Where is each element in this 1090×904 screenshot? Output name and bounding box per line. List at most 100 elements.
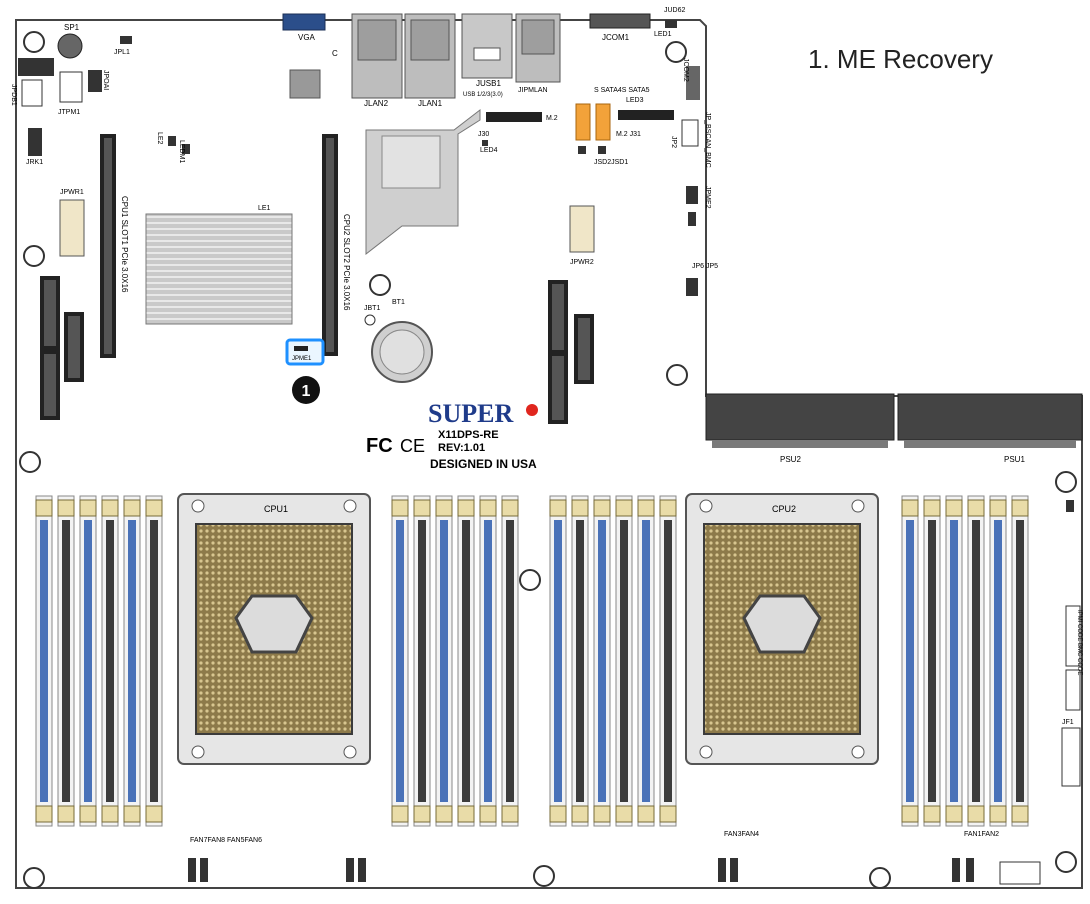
brand-model: X11DPS-RE bbox=[438, 429, 499, 441]
dimm-latch bbox=[967, 805, 985, 823]
dimm-slot-core bbox=[950, 520, 958, 802]
ledm1-label: LEDM1 bbox=[178, 140, 185, 163]
dimm-slot-core bbox=[484, 520, 492, 802]
dimm-slot-core bbox=[972, 520, 980, 802]
fans-right-label: FAN1FAN2 bbox=[964, 831, 999, 838]
jp6-jp5-label: JP6 bbox=[692, 263, 704, 270]
dimm-latch bbox=[57, 499, 75, 517]
j30-label: J30 bbox=[478, 131, 489, 138]
dimm-slot-core bbox=[396, 520, 404, 802]
dimm-latch bbox=[479, 499, 497, 517]
dimm-slot-core bbox=[642, 520, 650, 802]
dimm-slot-core bbox=[150, 520, 158, 802]
callout-title: 1. ME Recovery bbox=[808, 44, 993, 74]
fans-mid-label: FAN3FAN4 bbox=[724, 831, 759, 838]
jlan2-label: JLAN2 bbox=[364, 99, 389, 108]
dimm-latch bbox=[593, 805, 611, 823]
jpme1-jumper: JPME1 bbox=[285, 338, 325, 366]
led3-label: LED3 bbox=[626, 97, 644, 104]
dimm-slot-core bbox=[462, 520, 470, 802]
dimm-latch bbox=[571, 499, 589, 517]
dimm-latch bbox=[1011, 805, 1029, 823]
fan-headers: FAN7FAN8 FAN5FAN6 FAN3FAN4 FAN1FAN2 bbox=[188, 831, 999, 882]
dimm-latch bbox=[945, 805, 963, 823]
battery: JBT1 BT1 bbox=[364, 299, 433, 383]
le1-label: LE1 bbox=[258, 205, 271, 212]
dimm-latch bbox=[923, 805, 941, 823]
jud62-label: JUD62 bbox=[664, 7, 686, 14]
callout-number: 1 bbox=[302, 383, 311, 400]
dimm-slot-core bbox=[554, 520, 562, 802]
dimm-latch bbox=[391, 805, 409, 823]
jcom2-label: JCOM2 bbox=[682, 58, 689, 82]
chip bbox=[289, 69, 321, 99]
jipmilan-label: JIPMLAN bbox=[518, 87, 548, 94]
jpoai-label: JPOAI bbox=[102, 70, 109, 90]
fcc-logo: FC bbox=[366, 435, 393, 457]
dimm-latch bbox=[413, 499, 431, 517]
brand-block: SUPER X11DPS-RE REV:1.01 DESIGNED IN USA… bbox=[366, 399, 538, 471]
cpu2-label: CPU2 bbox=[772, 504, 796, 514]
dimm-slot-core bbox=[1016, 520, 1024, 802]
cpu1-socket: CPU1 bbox=[177, 493, 371, 765]
psu2-label: PSU2 bbox=[780, 455, 801, 464]
jrk1-label: JRK1 bbox=[26, 159, 43, 166]
jpme1-label: JPME1 bbox=[292, 356, 312, 362]
dimm-latch bbox=[549, 805, 567, 823]
jusb1-label: JUSB1 bbox=[476, 79, 501, 88]
dimm-slot-core bbox=[106, 520, 114, 802]
dimm-latch bbox=[901, 805, 919, 823]
jpdb1-label: JPDB1 bbox=[10, 84, 17, 106]
left-headers: JTPM1 JPOAI JPDB1 JRK1 LE2 LEDM1 JPWR1 bbox=[10, 58, 190, 257]
callout-marker: 1 bbox=[292, 376, 320, 404]
pch-heatsink bbox=[145, 213, 293, 325]
dimm-latch bbox=[57, 805, 75, 823]
jp5-label: JP5 bbox=[706, 263, 718, 270]
dimm-latch bbox=[659, 805, 677, 823]
rear-io: SP1 JPL1 VGA C JLAN2 JLAN1 JUSB1 USB 1/2… bbox=[57, 7, 700, 108]
jlan1-label: JLAN1 bbox=[418, 99, 443, 108]
dimm-slot-core bbox=[906, 520, 914, 802]
dimm-slot-core bbox=[62, 520, 70, 802]
board-outline bbox=[15, 19, 1083, 889]
dimm-slot-core bbox=[440, 520, 448, 802]
dimm-latch bbox=[945, 499, 963, 517]
dimm-latch bbox=[571, 805, 589, 823]
dimm-latch bbox=[101, 499, 119, 517]
cpu1-label: CPU1 bbox=[264, 504, 288, 514]
dimm-latch bbox=[549, 499, 567, 517]
fans-left-label: FAN7FAN8 FAN5FAN6 bbox=[190, 837, 262, 844]
m2a-label: M.2 bbox=[546, 115, 558, 122]
jtpm1-label: JTPM1 bbox=[58, 109, 80, 116]
m2b-label: M.2 J31 bbox=[616, 131, 641, 138]
dimm-slot-core bbox=[128, 520, 136, 802]
dimm-latch bbox=[593, 499, 611, 517]
dimm-latch bbox=[989, 805, 1007, 823]
dimm-latch bbox=[457, 805, 475, 823]
pcie-slots: CPU1 SLOT1 PCIe 3.0X16 CPU2 SLOT2 PCIe 3… bbox=[100, 134, 351, 358]
dimm-latch bbox=[435, 805, 453, 823]
dimm-slot-core bbox=[418, 520, 426, 802]
dimm-latch bbox=[615, 805, 633, 823]
dimm-latch bbox=[413, 805, 431, 823]
dimm-slot-core bbox=[598, 520, 606, 802]
psu-connectors: PSU2 PSU1 bbox=[705, 393, 1083, 464]
c-label: C bbox=[332, 49, 338, 58]
jbt1-label: JBT1 bbox=[364, 305, 380, 312]
vga-label: VGA bbox=[298, 33, 316, 42]
dimm-latch bbox=[391, 499, 409, 517]
dimm-latch bbox=[145, 805, 163, 823]
brand-name: SUPER bbox=[428, 399, 513, 428]
jp1bscan-label: JP_BSCAN_BMC bbox=[704, 112, 711, 168]
dimm-latch bbox=[659, 499, 677, 517]
dimm-latch bbox=[637, 805, 655, 823]
led4-label: LED4 bbox=[480, 147, 498, 154]
dimm-latch bbox=[79, 499, 97, 517]
ce-logo: CE bbox=[400, 436, 425, 456]
left-storage-connectors bbox=[40, 276, 84, 420]
le2-label: LE2 bbox=[156, 132, 163, 145]
dimm-latch bbox=[123, 499, 141, 517]
dimm-latch bbox=[989, 499, 1007, 517]
dimm-latch bbox=[501, 805, 519, 823]
